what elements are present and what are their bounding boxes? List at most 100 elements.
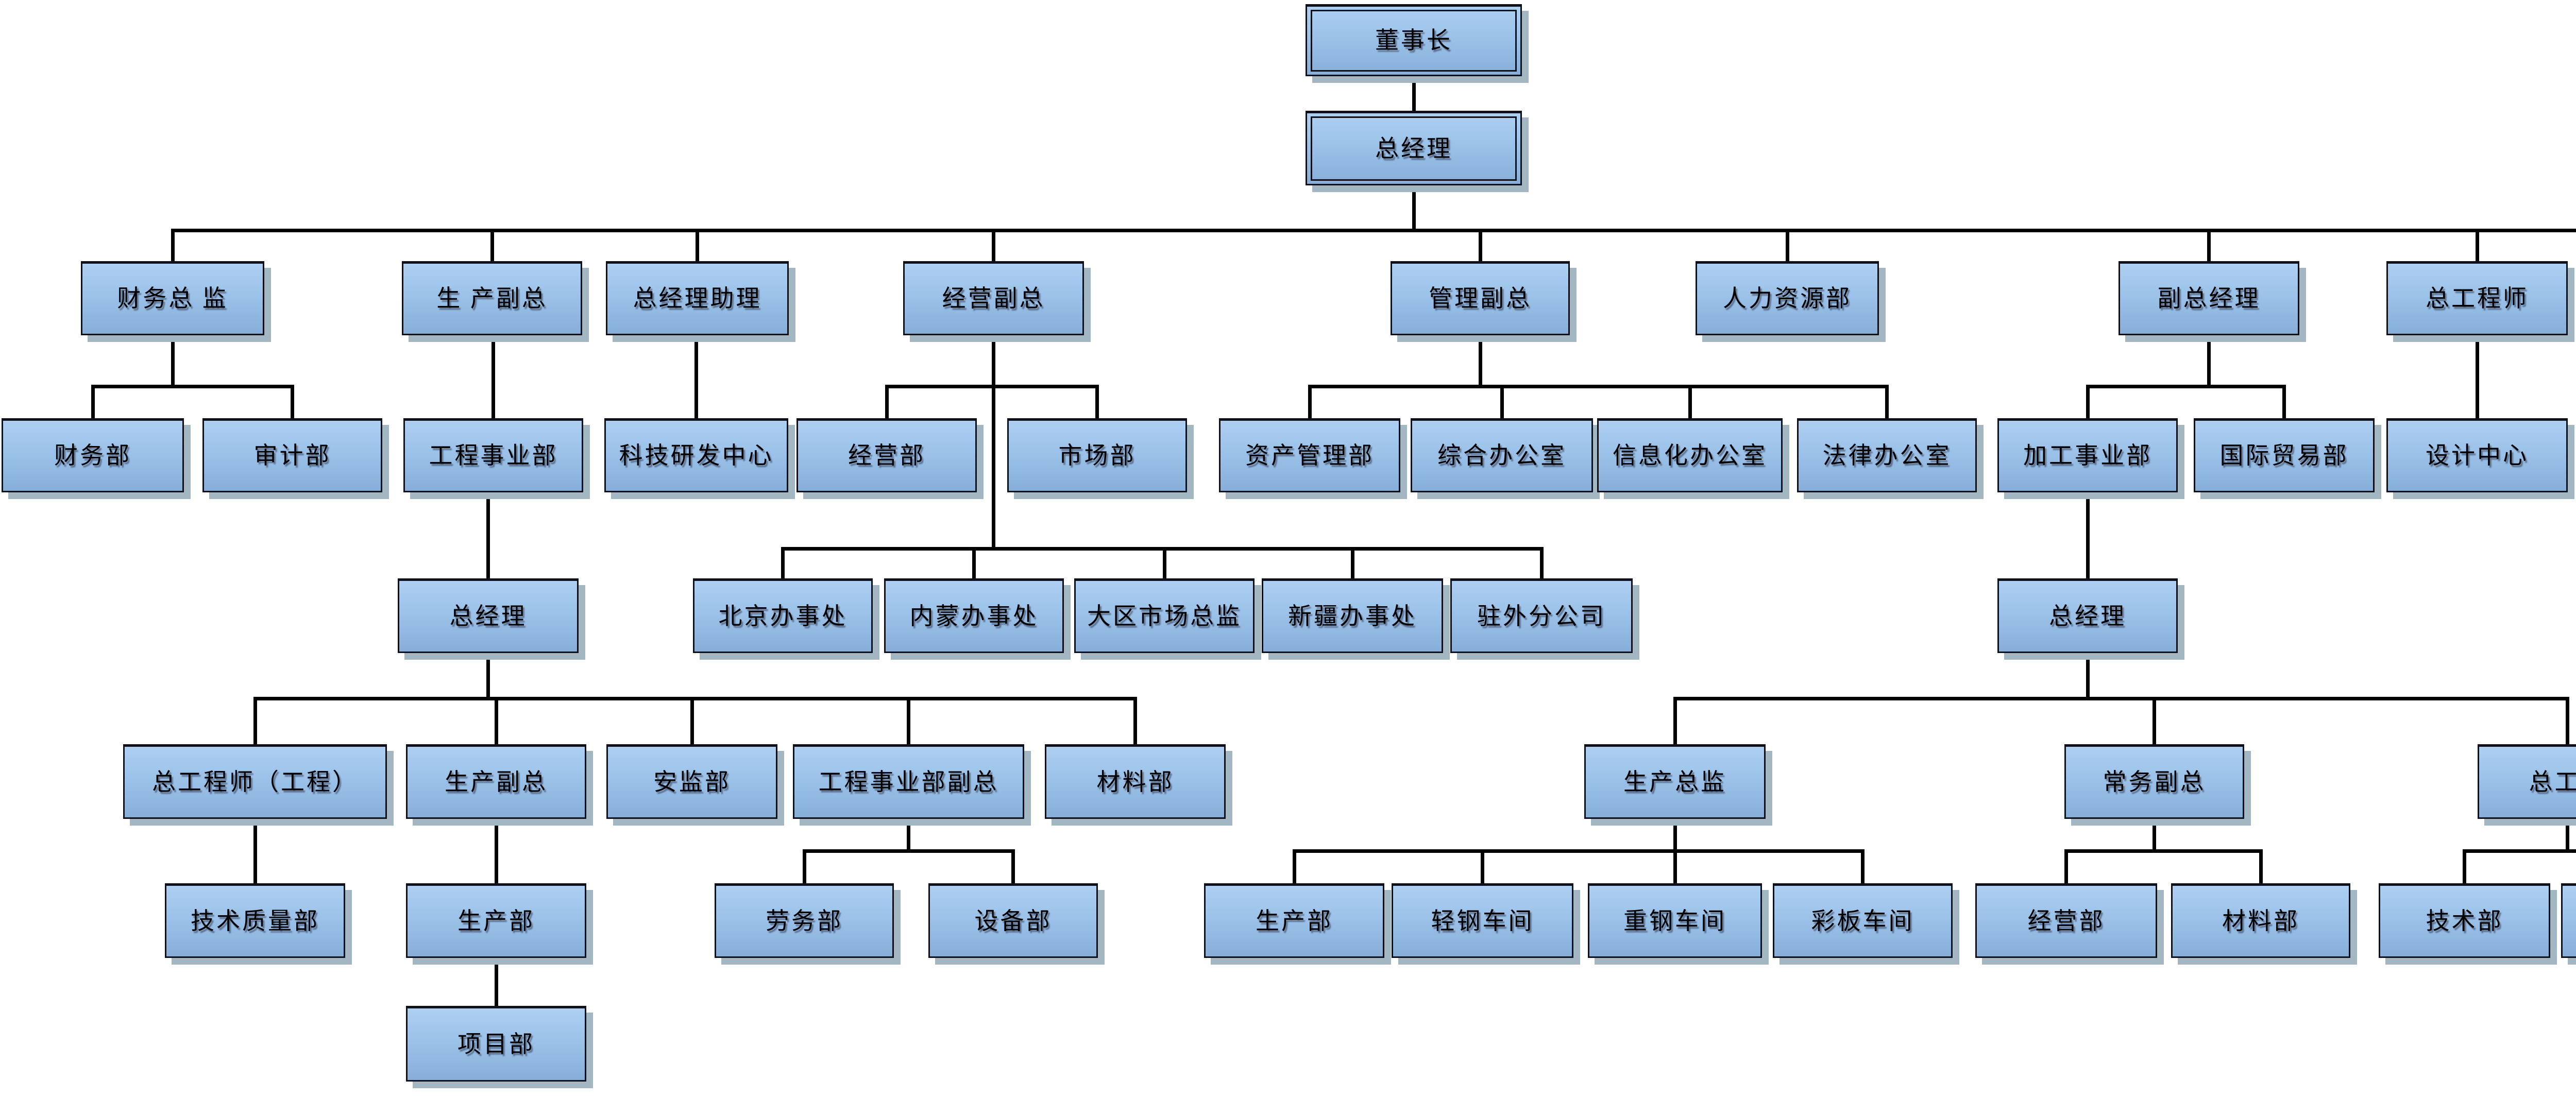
org-node-kjyf[interactable]: 科技研发中心 bbox=[604, 418, 788, 492]
connector-line-drop bbox=[1133, 698, 1137, 744]
connector-line-drop bbox=[696, 230, 699, 261]
org-node-qggj[interactable]: 轻钢车间 bbox=[1392, 883, 1573, 958]
connector-line-drop bbox=[2475, 230, 2479, 261]
connector-line-bus bbox=[2086, 384, 2286, 388]
org-node-zgb[interactable]: 总工办 bbox=[2478, 744, 2576, 819]
org-node-jyb2[interactable]: 经营部 bbox=[1975, 883, 2157, 958]
connector-line-drop bbox=[2153, 698, 2156, 744]
org-node-scb1[interactable]: 生产部 bbox=[406, 883, 586, 958]
connector-line-drop bbox=[1500, 386, 1504, 418]
connector-line-drop bbox=[253, 698, 257, 744]
org-node-zgcs[interactable]: 总工程师 bbox=[2386, 261, 2568, 335]
org-node-scfz2[interactable]: 生产副总 bbox=[406, 744, 586, 819]
connector-line-drop bbox=[690, 698, 694, 744]
org-node-rlzyb[interactable]: 人力资源部 bbox=[1696, 261, 1879, 335]
org-node-gjmyb[interactable]: 国际贸易部 bbox=[2194, 418, 2375, 492]
connector-line-drop bbox=[781, 548, 785, 578]
org-node-bjbsc[interactable]: 北京办事处 bbox=[693, 578, 873, 653]
connector-line-drop bbox=[885, 386, 889, 418]
org-node-clb2[interactable]: 材料部 bbox=[2171, 883, 2350, 958]
org-node-label: 总工办 bbox=[2529, 768, 2576, 795]
org-node-zwfgs[interactable]: 驻外分公司 bbox=[1450, 578, 1633, 653]
org-node-sjb[interactable]: 审计部 bbox=[202, 418, 382, 492]
org-node-label: 生产部 bbox=[457, 907, 535, 934]
org-node-xmb[interactable]: 项目部 bbox=[406, 1006, 586, 1082]
org-node-label: 内蒙办事处 bbox=[909, 603, 1039, 629]
org-node-glfz[interactable]: 管理副总 bbox=[1391, 261, 1570, 335]
org-node-zjlL[interactable]: 总经理 bbox=[398, 578, 579, 653]
org-node-zjb[interactable]: 质检部 bbox=[2561, 883, 2576, 958]
org-node-jyb[interactable]: 经营部 bbox=[796, 418, 977, 492]
org-node-scb0[interactable]: 市场部 bbox=[1007, 418, 1187, 492]
org-node-gcsybfz[interactable]: 工程事业部副总 bbox=[793, 744, 1024, 819]
org-node-label: 北京办事处 bbox=[718, 603, 848, 629]
connector-line-vertical bbox=[171, 335, 175, 386]
org-node-jgsyb[interactable]: 加工事业部 bbox=[1997, 418, 2178, 492]
org-node-dqsczj[interactable]: 大区市场总监 bbox=[1074, 578, 1255, 653]
org-node-xxhbgs[interactable]: 信息化办公室 bbox=[1597, 418, 1783, 492]
connector-line-bus bbox=[1673, 696, 2569, 700]
org-node-zjl[interactable]: 总经理 bbox=[1306, 111, 1522, 185]
org-node-lwb[interactable]: 劳务部 bbox=[715, 883, 894, 958]
org-node-zcglb[interactable]: 资产管理部 bbox=[1219, 418, 1400, 492]
connector-line-drop bbox=[1673, 698, 1677, 744]
connector-line-drop bbox=[972, 548, 976, 578]
connector-line-vertical bbox=[2475, 335, 2479, 418]
connector-line-vertical bbox=[253, 819, 257, 883]
connector-line-bus bbox=[2064, 849, 2263, 853]
org-node-label: 工程事业部副总 bbox=[818, 768, 999, 795]
org-node-nmbsc[interactable]: 内蒙办事处 bbox=[884, 578, 1064, 653]
org-node-cwfz[interactable]: 常务副总 bbox=[2064, 744, 2244, 819]
org-node-zhbgs[interactable]: 综合办公室 bbox=[1411, 418, 1593, 492]
org-node-label: 常务副总 bbox=[2103, 768, 2206, 795]
connector-line-drop bbox=[1292, 851, 1296, 883]
org-node-label: 加工事业部 bbox=[2023, 442, 2152, 469]
org-node-zgcsgc[interactable]: 总工程师（工程） bbox=[123, 744, 387, 819]
org-node-dsz[interactable]: 董事长 bbox=[1306, 4, 1522, 76]
connector-line-vertical bbox=[694, 335, 698, 418]
connector-line-drop bbox=[1308, 386, 1312, 418]
org-node-scfz[interactable]: 生 产副总 bbox=[402, 261, 582, 335]
org-node-label: 生产副总 bbox=[445, 768, 548, 795]
org-node-label: 财务总 监 bbox=[117, 285, 228, 312]
org-node-label: 副总经理 bbox=[2157, 285, 2261, 312]
org-node-jszlb[interactable]: 技术质量部 bbox=[165, 883, 345, 958]
org-node-label: 信息化办公室 bbox=[1613, 442, 1767, 469]
org-node-flbgs[interactable]: 法律办公室 bbox=[1797, 418, 1977, 492]
org-node-label: 总工程师（工程） bbox=[152, 768, 358, 795]
org-node-label: 总工程师 bbox=[2426, 285, 2529, 312]
org-node-sjzx[interactable]: 设计中心 bbox=[2386, 418, 2568, 492]
connector-line-vertical bbox=[1478, 335, 1482, 386]
org-node-cbcj[interactable]: 彩板车间 bbox=[1773, 883, 1953, 958]
org-node-label: 总经理 bbox=[1375, 135, 1452, 162]
org-node-label: 资产管理部 bbox=[1245, 442, 1374, 469]
org-node-sbb[interactable]: 设备部 bbox=[928, 883, 1098, 958]
org-node-label: 生产总监 bbox=[1623, 768, 1726, 795]
org-node-label: 总经理助理 bbox=[633, 285, 762, 312]
org-node-jsb[interactable]: 技术部 bbox=[2379, 883, 2550, 958]
org-node-jyfz[interactable]: 经营副总 bbox=[903, 261, 1084, 335]
org-node-label: 新疆办事处 bbox=[1288, 603, 1417, 629]
connector-line-bus bbox=[802, 849, 1015, 853]
org-node-sczj[interactable]: 生产总监 bbox=[1584, 744, 1766, 819]
connector-line-drop bbox=[1481, 851, 1484, 883]
connector-line-vertical bbox=[2566, 819, 2569, 851]
org-node-fzjl[interactable]: 副总经理 bbox=[2119, 261, 2299, 335]
org-node-zggj[interactable]: 重钢车间 bbox=[1588, 883, 1762, 958]
connector-line-drop bbox=[171, 230, 175, 261]
org-node-zjlzl[interactable]: 总经理助理 bbox=[606, 261, 789, 335]
org-node-gcsyb[interactable]: 工程事业部 bbox=[403, 418, 583, 492]
org-node-xjbsc[interactable]: 新疆办事处 bbox=[1262, 578, 1443, 653]
org-node-cwzj[interactable]: 财务总 监 bbox=[81, 261, 264, 335]
org-node-zjlR[interactable]: 总经理 bbox=[1997, 578, 2178, 653]
connector-line-bus bbox=[171, 228, 2576, 232]
org-node-cwb[interactable]: 财务部 bbox=[2, 418, 184, 492]
connector-line-drop bbox=[2259, 851, 2263, 883]
org-node-label: 驻外分公司 bbox=[1477, 603, 1606, 629]
connector-line-vertical bbox=[492, 335, 495, 418]
org-node-scb2[interactable]: 生产部 bbox=[1204, 883, 1384, 958]
connector-line-drop bbox=[1885, 386, 1889, 418]
org-node-label: 综合办公室 bbox=[1437, 442, 1566, 469]
org-node-ajb[interactable]: 安监部 bbox=[606, 744, 777, 819]
org-node-clb[interactable]: 材料部 bbox=[1045, 744, 1226, 819]
